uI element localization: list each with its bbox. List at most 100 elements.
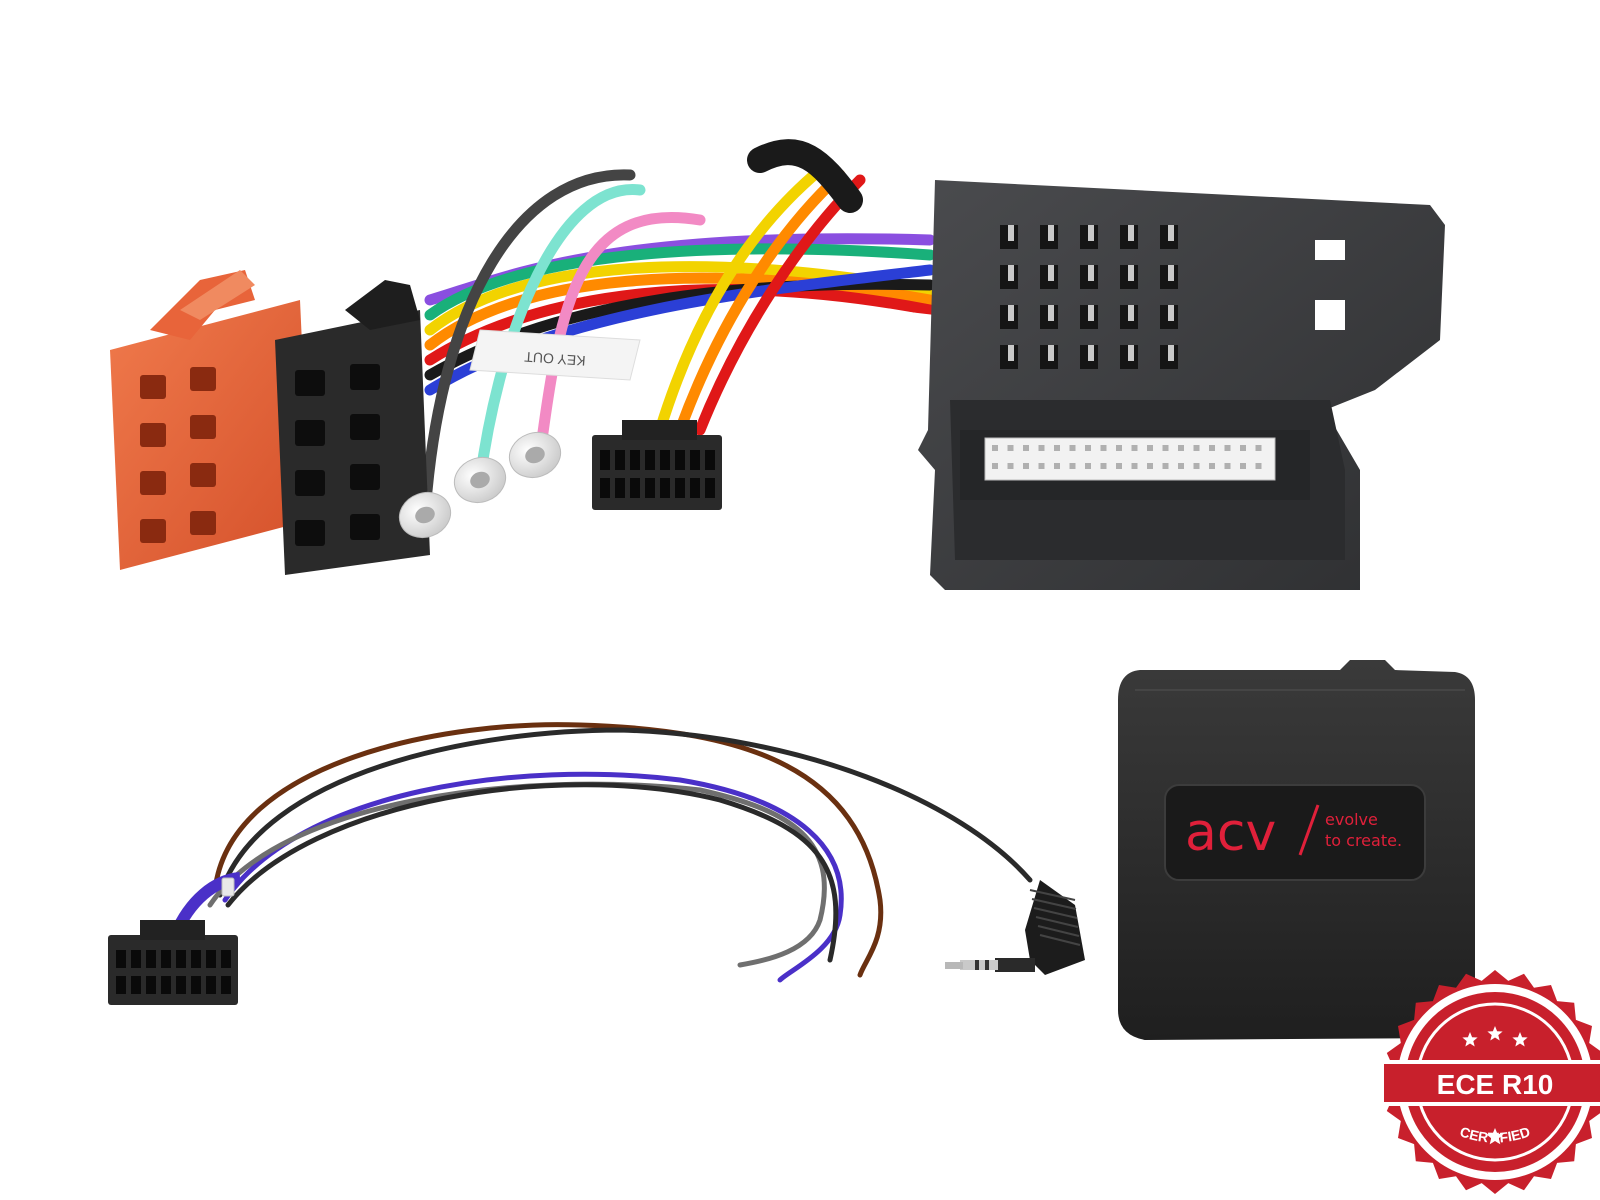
radio-pin [645,450,655,470]
cable-connector-pin [221,950,231,968]
iso-orange-pin [190,367,216,391]
cable-16-pin-connector [108,920,238,1005]
brand-tagline-line1: evolve [1325,810,1378,829]
badge-star [1487,1026,1503,1041]
badge-bottom-text: CERTIFIED [1458,1123,1532,1145]
white-pin-dot [1007,445,1014,451]
white-pin-dot [1224,445,1231,451]
radio-pin [660,450,670,470]
cable-connector-pin [146,950,156,968]
white-pin-dot [1255,463,1262,469]
quadlock-pin-contact [1008,345,1014,361]
white-pin-dot [1255,445,1262,451]
quadlock-pin-contact [1128,345,1134,361]
white-pin-dot [1038,445,1045,451]
jack-plug-3-5mm [945,880,1085,975]
white-pin-dot [1085,463,1091,469]
acv-interface-box: acv evolve to create. [1118,660,1475,1040]
white-pin-dot [1116,463,1122,469]
white-pin-dot [1054,463,1060,469]
badge-star [1512,1032,1528,1047]
white-pin-dot [1023,445,1029,451]
cable-connector-pin [161,950,171,968]
quadlock-pin-contact [1088,225,1094,241]
radio-pin [615,450,625,470]
steering-cable-wires [169,722,1033,983]
radio-pin [675,478,685,498]
white-pin-dot [992,445,998,451]
cable-connector-pin [116,950,126,968]
quadlock-pin-contact [1168,345,1174,361]
brand-logo: acv [1185,803,1276,863]
white-pin-dot [1131,463,1138,469]
harness-wire [474,184,646,486]
iso-orange-pin [140,471,166,495]
white-pin-dot [1085,445,1091,451]
quadlock-pin-contact [1088,265,1094,281]
radio-16-pin-connector [592,420,722,510]
cable-connector-pin [131,950,141,968]
jack-grip-rib [1035,916,1079,928]
radio-pin [615,478,625,498]
iso-orange-pin [190,415,216,439]
iso-power-connector [275,280,430,575]
radio-pin [630,450,640,470]
cable-wire [217,727,1033,898]
iso-orange-pin [190,511,216,535]
white-pin-dot [1131,445,1138,451]
radio-pin [675,450,685,470]
white-pin-dot [1240,463,1246,469]
quadlock-pin-contact [1048,265,1054,281]
quadlock-pin-contact [1128,225,1134,241]
harness-wire [654,164,826,436]
white-pin-dot [1054,445,1060,451]
cable-connector-pin [116,976,126,994]
iso-black-pin [350,514,380,540]
iso-orange-pin [190,463,216,487]
quadlock-pin-contact [1048,225,1054,241]
quadlock-pin-contact [1088,305,1094,321]
harness-wire [694,174,866,436]
iso-black-pin [350,414,380,440]
jack-grip-rib [1039,934,1081,946]
iso-black-pin [350,464,380,490]
quadlock-pin-contact [1128,305,1134,321]
white-pin-dot [1069,463,1076,469]
white-pin-dot [1147,445,1153,451]
quadlock-connector [918,180,1445,590]
cable-connector-pin [191,950,201,968]
cable-wire [207,781,827,968]
white-pin-dot [1038,463,1045,469]
jack-grip-rib [1033,907,1078,919]
quadlock-pin-contact [1128,265,1134,281]
radio-pin [660,478,670,498]
white-pin-dot [1209,445,1215,451]
jack-grip-rib [1031,898,1077,910]
quadlock-pin-contact [1008,305,1014,321]
quadlock-pin-contact [1088,345,1094,361]
jack-grip-rib [1037,925,1080,937]
harness-label-text: KEY OUT [523,349,586,369]
radio-pin [690,478,700,498]
radio-pin [690,450,700,470]
radio-pin [705,450,715,470]
cable-connector-pin [176,950,186,968]
iso-orange-pin [140,375,166,399]
quadlock-pin-contact [1008,265,1014,281]
jack-grip-rib [1029,889,1076,901]
white-pin-dot [1147,463,1153,469]
quadlock-white-pin-block [984,437,1276,481]
quadlock-pin-contact [1048,345,1054,361]
iso-orange-pin [140,519,166,543]
harness-wire [534,212,706,461]
white-pin-dot [1116,445,1122,451]
white-pin-dot [1023,463,1029,469]
cable-connector-pin [221,976,231,994]
white-pin-dot [1069,445,1076,451]
quadlock-pin-contact [1008,225,1014,241]
radio-pin [630,478,640,498]
iso-black-pin [295,370,325,396]
white-pin-dot [1209,463,1215,469]
quadlock-pin-contact [1048,305,1054,321]
badge-ribbon [1380,1060,1600,1106]
